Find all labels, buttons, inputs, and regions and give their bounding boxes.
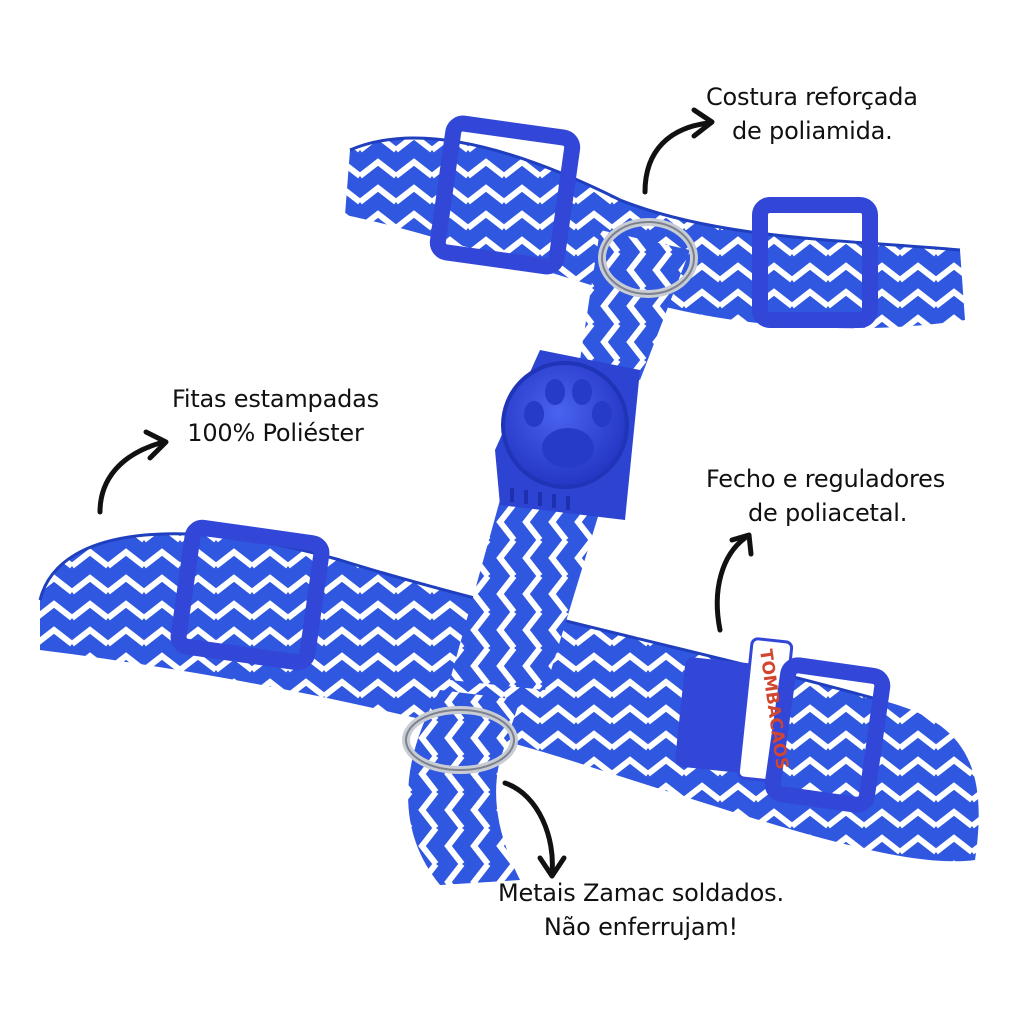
slider-upper-right xyxy=(752,197,878,328)
callout-costura-line1: Costura reforçada xyxy=(706,83,918,111)
arrow-fecho xyxy=(714,532,754,633)
callout-costura-line2: de poliamida. xyxy=(732,117,893,145)
d-ring-upper xyxy=(598,218,698,298)
callout-metais-line2: Não enferrujam! xyxy=(543,913,738,941)
callout-fitas: Fitas estampadas 100% Poliéster xyxy=(172,382,379,450)
callout-fitas-line1: Fitas estampadas xyxy=(172,385,379,413)
side-release-buckle xyxy=(675,637,891,813)
callout-fecho: Fecho e reguladores de poliacetal. xyxy=(706,462,945,530)
d-ring-lower xyxy=(402,706,518,774)
upper-strap xyxy=(345,136,965,329)
arrow-metais xyxy=(502,780,567,879)
callout-costura: Costura reforçada de poliamida. xyxy=(706,80,918,148)
callout-metais-line1: Metais Zamac soldados. xyxy=(498,879,784,907)
callout-fitas-line2: 100% Poliéster xyxy=(187,419,364,447)
arrow-costura xyxy=(642,107,715,195)
arrow-fitas xyxy=(97,429,169,515)
callout-metais: Metais Zamac soldados. Não enferrujam! xyxy=(498,876,784,944)
slider-lower-left xyxy=(170,519,330,671)
paw-buckle xyxy=(495,350,640,520)
callout-fecho-line1: Fecho e reguladores xyxy=(706,465,946,493)
callout-fecho-line2: de poliacetal. xyxy=(748,499,908,527)
slider-upper-left xyxy=(429,115,581,275)
center-strap xyxy=(408,230,690,885)
